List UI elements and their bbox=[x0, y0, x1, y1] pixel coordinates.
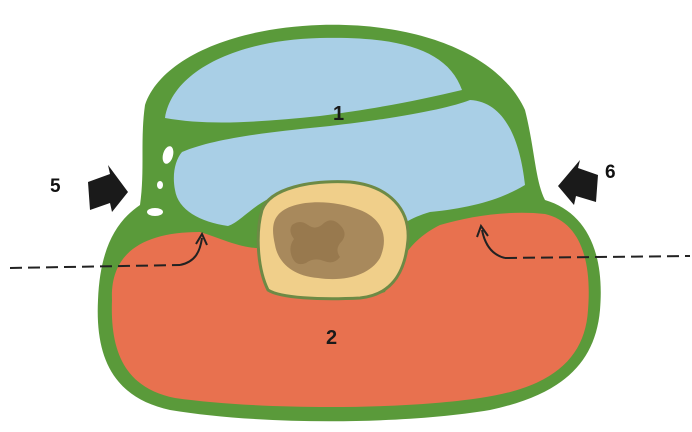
label-region-1: 1 bbox=[333, 103, 344, 125]
thick-arrow-right-icon bbox=[88, 165, 128, 212]
label-region-2: 2 bbox=[326, 327, 337, 349]
vessel-opening-middle bbox=[157, 181, 163, 189]
thick-arrow-left-icon bbox=[558, 160, 598, 205]
label-arrow-5: 5 bbox=[50, 176, 61, 197]
vessel-opening-lower bbox=[147, 208, 163, 216]
label-arrow-6: 6 bbox=[605, 162, 616, 183]
